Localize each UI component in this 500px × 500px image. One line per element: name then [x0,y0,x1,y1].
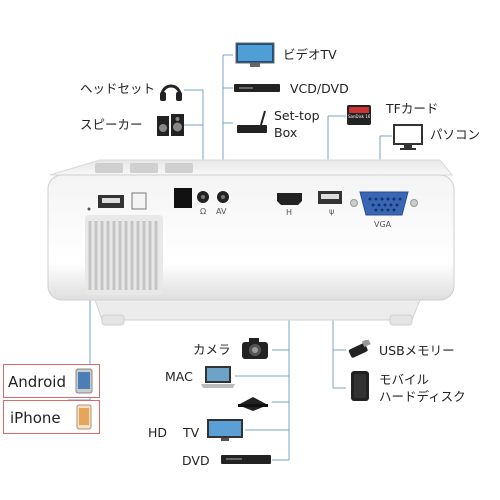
headset-label: ヘッドセット [80,81,156,96]
tf-card-label: TFカード [386,101,439,116]
pc-icon [392,124,424,152]
sd-card-text: SanDisk 16GB [348,114,370,119]
android-label: Android [8,373,66,391]
headset-icon [158,77,184,103]
dvd-label: DVD [182,453,210,468]
mac-label: MAC [165,369,193,384]
hd-tv-icon [205,418,245,442]
video-tv-icon [234,42,276,68]
camera-label: カメラ [193,342,231,357]
video-tv-label: ビデオTV [283,47,337,62]
tv-label: TV [183,425,200,440]
usb-memory-icon [346,340,374,360]
usb-memory-label: USBメモリー [379,343,455,358]
hdmi-port-label: H [286,208,293,217]
mac-laptop-icon [200,364,236,390]
hd-label: HD [148,425,168,440]
vcd-dvd-label: VCD/DVD [290,81,349,96]
settop-line2: Box [274,125,298,140]
iphone-box: iPhone [3,400,100,434]
pc-label: パソコン [430,127,481,142]
speaker-icon [156,112,186,138]
vga-port-label: VGA [374,220,392,229]
android-box: Android [3,364,100,398]
av-port-label: AV [216,207,227,216]
tf-card-icon [346,104,372,126]
settop-line1: Set-top [274,108,320,123]
mobile-line2: ハードディスク [379,389,466,404]
android-tablet-icon [74,368,94,394]
camera-icon [240,336,270,362]
iphone-label: iPhone [10,409,61,427]
iphone-icon [76,404,92,430]
projector-body [47,159,455,326]
mobile-hdd-icon [349,370,371,402]
headphone-port-label: Ω [200,207,207,216]
speaker-label: スピーカー [80,117,143,132]
dvd-player-icon [220,452,272,466]
mobile-line1: モバイル [379,372,430,387]
settop-box-icon [235,109,269,137]
streaming-box-icon [235,391,271,413]
vcd-dvd-icon [233,82,281,94]
usb-port-label: ψ [329,207,335,216]
